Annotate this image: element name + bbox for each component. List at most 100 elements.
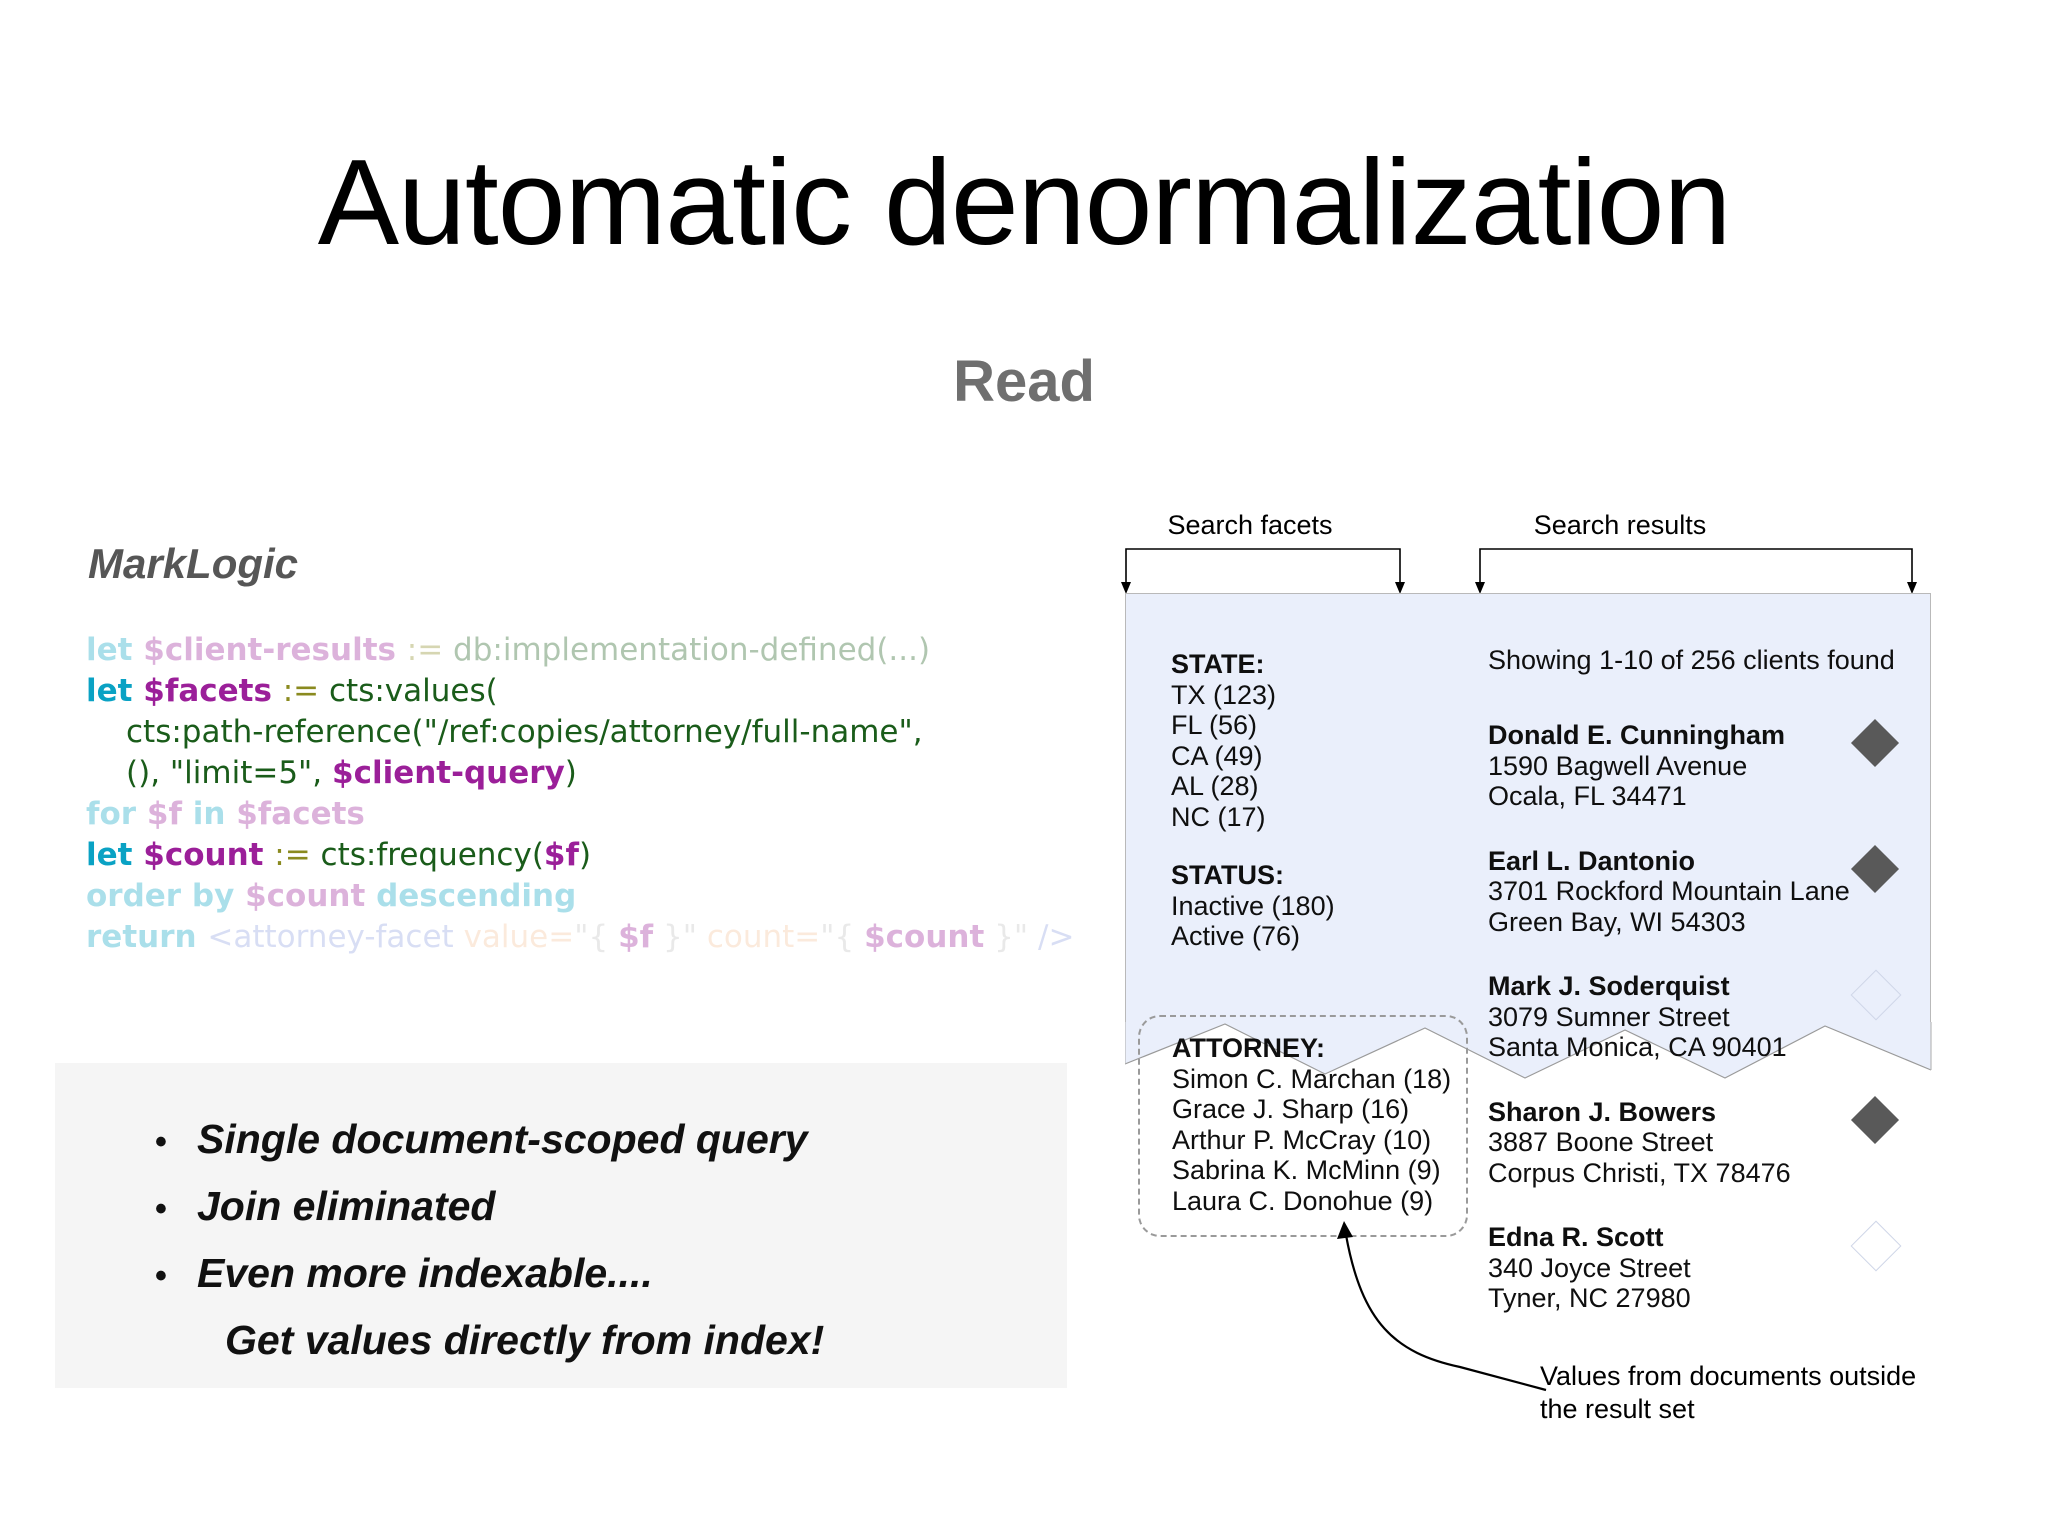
search-ui-diagram: Search facets Search results — [1110, 510, 1950, 1120]
code-token: $f — [543, 837, 579, 873]
marklogic-label: MarkLogic — [88, 540, 299, 587]
facet-value[interactable]: Grace J. Sharp (16) — [1172, 1094, 1410, 1124]
panel-torn-edge — [1125, 1022, 1932, 1079]
takeaways-list: • Single document-scoped query •Join elimi… — [155, 1113, 824, 1366]
code-line-3: cts:path-reference("/ref:copies/attorney… — [86, 712, 1006, 753]
result-street: 3079 Sumner Street — [1488, 1001, 1730, 1032]
result-street: 3701 Rockford Mountain Lane — [1488, 876, 1850, 906]
facet-value[interactable]: NC (17) — [1171, 801, 1266, 832]
code-token: "{ — [820, 919, 865, 955]
facet-group-heading: STATE: — [1171, 649, 1265, 679]
code-token: := — [282, 673, 329, 709]
result-city: Corpus Christi, TX 78476 — [1488, 1157, 1791, 1188]
code-token: $client-query — [332, 755, 565, 791]
code-token: cts:frequency( — [320, 837, 544, 873]
facet-group-heading: ATTORNEY: — [1172, 1033, 1325, 1063]
code-token: in — [192, 796, 237, 832]
result-street: 1590 Bagwell Avenue — [1488, 750, 1748, 781]
bullet-dot-icon: • — [155, 1257, 167, 1295]
attorney-facet-box: ATTORNEY:Simon C. Marchan (18)Grace J. S… — [1138, 1015, 1468, 1237]
result-street: 340 Joyce Street — [1488, 1252, 1691, 1283]
facet-group: STATE:TX (123)FL (56)CA (49)AL (28)NC (1… — [1171, 649, 1471, 832]
callout-annotation: Values from documents outside the result… — [1540, 1360, 1940, 1426]
code-line-5: for $f in $facets — [86, 794, 1006, 835]
code-line-8: return <attorney-facet value="{ $f }" co… — [86, 917, 1074, 958]
code-token: $count — [245, 878, 377, 914]
page-title: Automatic denormalization — [317, 134, 1732, 270]
result-city: Tyner, NC 27980 — [1488, 1283, 1691, 1313]
code-token: cts:path-reference("/ref:copies/attorney… — [126, 714, 923, 750]
takeaway-label: Single document-scoped query — [197, 1116, 808, 1162]
facet-value[interactable]: Arthur P. McCray (10) — [1172, 1124, 1432, 1155]
facet-value[interactable]: Laura C. Donohue (9) — [1172, 1185, 1434, 1216]
result-name: Sharon J. Bowers — [1488, 1096, 1717, 1127]
code-token: := — [406, 632, 454, 668]
code-token: return — [86, 919, 208, 955]
code-line-4: (), "limit=5", $client-query) — [86, 753, 1006, 794]
facet-group: STATUS:Inactive (180)Active (76) — [1171, 860, 1471, 952]
takeaway-label: Even more indexable.... — [197, 1250, 653, 1296]
code-block: let $client-results := db:implementation… — [86, 630, 1074, 958]
code-token: let — [86, 837, 144, 873]
bracket-arrows — [1121, 548, 1917, 594]
code-token: count= — [706, 919, 821, 955]
bracket-label-search-facets: Search facets — [1167, 510, 1333, 540]
result-city: Santa Monica, CA 90401 — [1488, 1032, 1787, 1062]
code-token: ) — [578, 837, 592, 873]
attorney-facet-content: ATTORNEY:Simon C. Marchan (18)Grace J. S… — [1172, 1033, 1451, 1216]
search-facets-column: STATE:TX (123)FL (56)CA (49)AL (28)NC (1… — [1171, 649, 1471, 980]
result-name: Edna R. Scott — [1488, 1222, 1664, 1252]
takeaway-item: • Even more indexable.... — [155, 1247, 824, 1302]
code-token: }" — [984, 919, 1039, 955]
facet-value[interactable]: FL (56) — [1171, 710, 1258, 740]
code-line-6: let $count := cts:frequency($f) — [86, 835, 1006, 876]
takeaway-item: •Join eliminated — [155, 1180, 824, 1235]
code-token: $count — [864, 919, 985, 955]
facet-value[interactable]: CA (49) — [1171, 740, 1263, 771]
facet-value[interactable]: Active (76) — [1171, 921, 1301, 951]
facet-value[interactable]: AL (28) — [1171, 771, 1259, 801]
code-token: }" — [653, 919, 707, 955]
code-token: value= — [463, 919, 575, 955]
page-subtitle: Read — [953, 349, 1095, 414]
bullet-dot-icon: • — [155, 1123, 167, 1161]
code-token: := — [274, 837, 321, 873]
code-token: $count — [143, 837, 275, 873]
code-token: let — [86, 673, 144, 709]
facet-group-heading: STATUS: — [1171, 860, 1284, 890]
takeaway-subnote: Get values directly from index! — [225, 1317, 825, 1363]
code-token: $f — [146, 796, 193, 832]
code-token: "{ — [574, 919, 619, 955]
facet-value[interactable]: Inactive (180) — [1171, 890, 1335, 921]
code-token: for — [86, 796, 147, 832]
facet-value[interactable]: Simon C. Marchan (18) — [1172, 1063, 1452, 1094]
callout-line-2: the result set — [1540, 1394, 1695, 1424]
facet-value[interactable]: Sabrina K. McMinn (9) — [1172, 1155, 1441, 1185]
bracket-label-search-results: Search results — [1533, 510, 1707, 540]
code-token: $facets — [236, 796, 365, 832]
code-line-7: order by $count descending — [86, 876, 1006, 917]
bullet-dot-icon: • — [155, 1190, 167, 1228]
code-line-2: let $facets := cts:values( — [86, 671, 1006, 712]
takeaways-panel: • Single document-scoped query •Join elimi… — [55, 1063, 1067, 1388]
code-token: $facets — [143, 673, 283, 709]
code-token: /> — [1038, 919, 1075, 955]
code-token: <attorney-facet — [207, 919, 464, 955]
results-count-label: Showing 1-10 of 256 clients found — [1488, 645, 1895, 675]
code-token: descending — [376, 878, 577, 914]
result-name: Mark J. Soderquist — [1488, 971, 1730, 1001]
result-street: 3887 Boone Street — [1488, 1127, 1714, 1157]
code-token: $f — [618, 919, 654, 955]
code-token: (), "limit=5", — [126, 755, 333, 791]
result-name: Donald E. Cunningham — [1488, 720, 1785, 750]
takeaway-item: • Single document-scoped query — [155, 1113, 824, 1168]
callout-leader-line — [1337, 1221, 1547, 1392]
search-results-column: Showing 1-10 of 256 clients found Donald… — [1488, 645, 1908, 1348]
facet-value[interactable]: TX (123) — [1171, 679, 1277, 710]
